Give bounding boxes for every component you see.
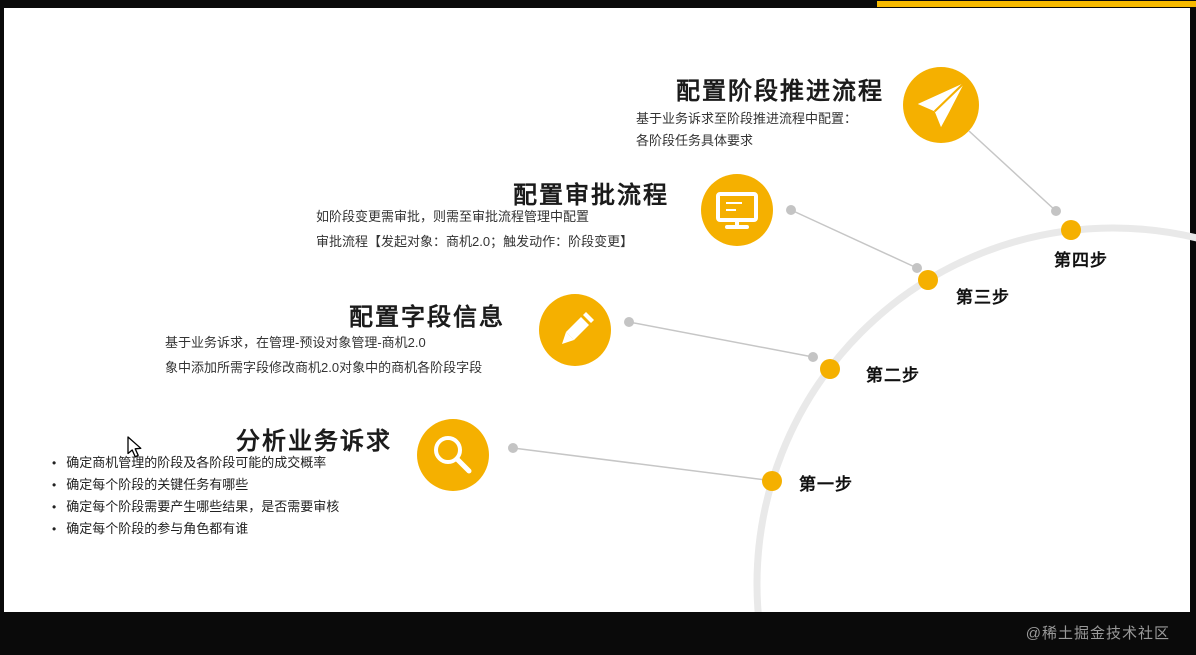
step-1-bullet: 确定商机管理的阶段及各阶段可能的成交概率 [52,452,339,474]
step-4-desc-line: 各阶段任务具体要求 [636,133,754,148]
step-2-desc-line: 象中添加所需字段修改商机2.0对象中的商机各阶段字段 [165,360,483,375]
progress-arc [753,224,1196,655]
monitor-icon [716,192,758,229]
step-1-bullet: 确定每个阶段需要产生哪些结果，是否需要审核 [52,496,339,518]
bottom-bar: @稀土掘金技术社区 [0,612,1196,655]
mouse-cursor [127,436,142,458]
anchor-dot [1051,206,1061,216]
step-2-desc: 基于业务诉求，在管理-预设对象管理-商机2.0 象中添加所需字段修改商机2.0对… [165,330,482,380]
watermark-text: @稀土掘金技术社区 [1025,625,1170,642]
step-2-desc-line: 基于业务诉求，在管理-预设对象管理-商机2.0 [165,335,426,350]
magnifier-icon [434,436,472,474]
step-label-4: 第四步 [1054,251,1108,270]
step-2-icon-badge [539,294,611,366]
step-1-bullet: 确定每个阶段的参与角色都有谁 [52,518,339,540]
top-accent-line [877,1,1196,7]
step-4-desc: 基于业务诉求至阶段推进流程中配置： 各阶段任务具体要求 [636,108,857,152]
anchor-dot [808,352,818,362]
connector-line-2 [628,321,814,358]
step-3-icon-badge [701,174,773,246]
step-dot-4 [1061,220,1081,240]
anchor-dot [508,443,518,453]
step-1-bullet: 确定每个阶段的关键任务有哪些 [52,474,339,496]
anchor-dot [786,205,796,215]
step-dot-3 [918,270,938,290]
step-4-icon-badge [903,67,979,143]
pencil-icon [562,312,594,344]
step-3-desc: 如阶段变更需审批，则需至审批流程管理中配置 审批流程【发起对象：商机2.0；触发… [316,204,633,254]
paper-plane-icon [917,82,965,128]
connector-line-3 [790,209,918,269]
step-3-title: 配置审批流程 [513,182,669,209]
step-4-title: 配置阶段推进流程 [676,78,884,105]
anchor-dot [624,317,634,327]
step-1-icon-badge [417,419,489,491]
step-3-desc-line: 审批流程【发起对象：商机2.0；触发动作：阶段变更】 [316,234,634,249]
step-label-2: 第二步 [866,366,920,385]
anchor-dot [912,263,922,273]
connector-line-4 [968,130,1057,212]
connector-line-1 [512,447,767,481]
step-4-desc-line: 基于业务诉求至阶段推进流程中配置： [636,111,858,126]
step-1-title: 分析业务诉求 [236,428,392,455]
step-dot-1 [762,471,782,491]
step-1-bullet-list: 确定商机管理的阶段及各阶段可能的成交概率 确定每个阶段的关键任务有哪些 确定每个… [52,452,339,540]
step-3-desc-line: 如阶段变更需审批，则需至审批流程管理中配置 [316,209,590,224]
step-2-title: 配置字段信息 [349,304,505,331]
step-label-1: 第一步 [799,475,853,494]
step-dot-2 [820,359,840,379]
step-label-3: 第三步 [956,288,1010,307]
